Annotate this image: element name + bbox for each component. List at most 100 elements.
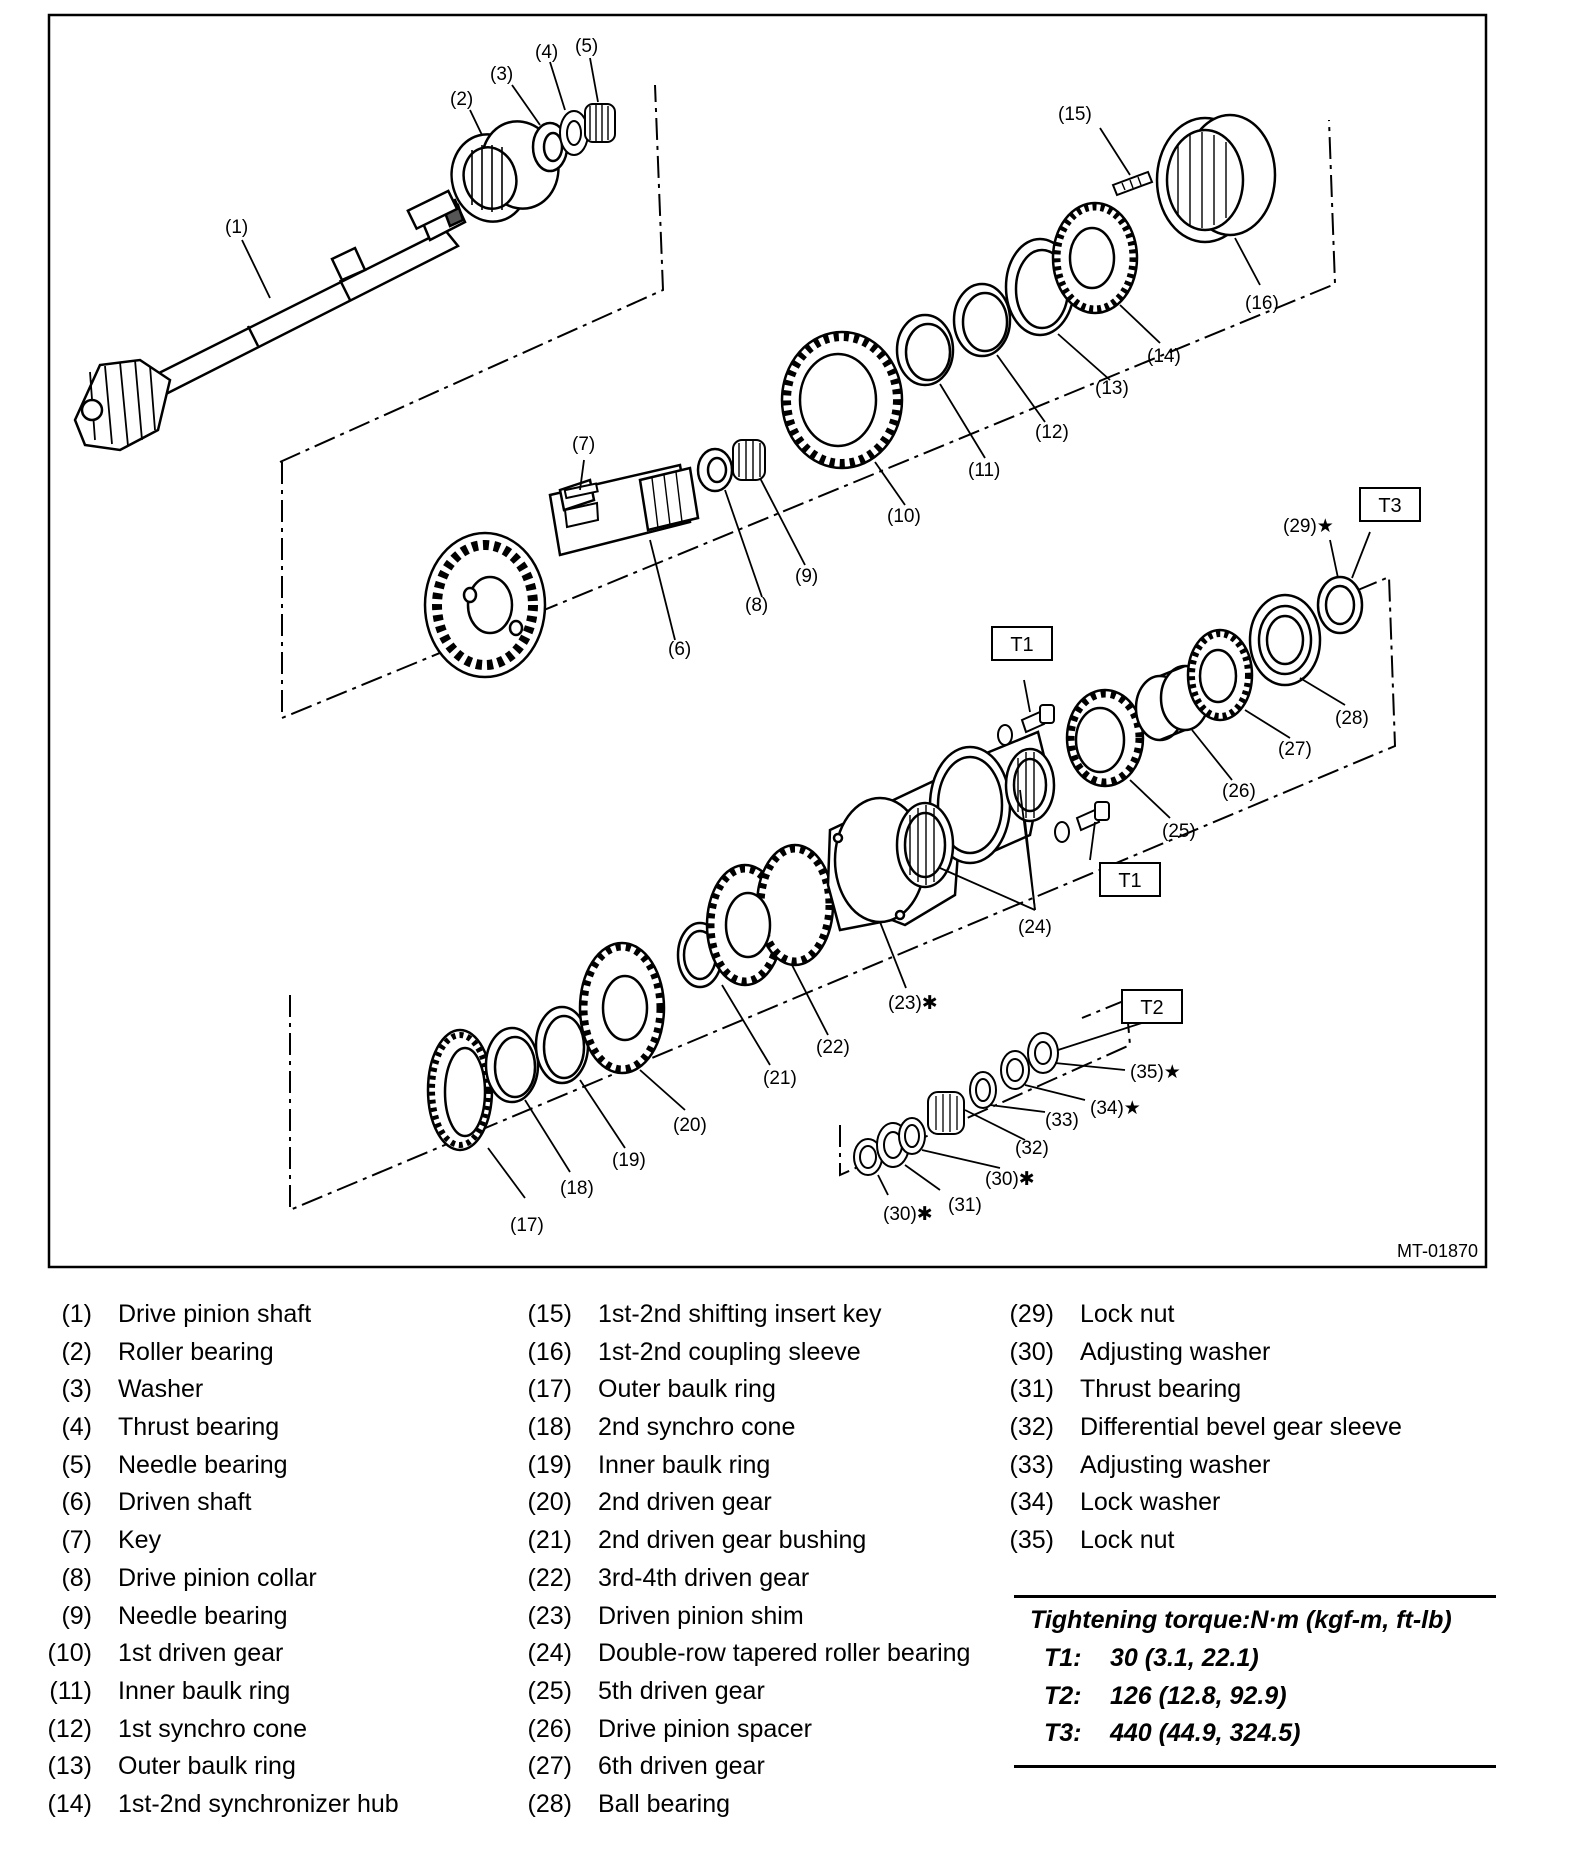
legend-num: (23): [527, 1601, 572, 1630]
legend-label: Washer: [118, 1375, 204, 1404]
callout-14: (14): [1147, 346, 1181, 367]
callout-12: (12): [1035, 422, 1069, 443]
diagram-code: MT-01870: [1397, 1241, 1478, 1261]
legend-label: Thrust bearing: [1080, 1375, 1242, 1404]
callout-17: (17): [510, 1215, 544, 1236]
diagram-frame: [47, 13, 1488, 1269]
legend-num: (12): [47, 1714, 92, 1743]
legend-label: Drive pinion shaft: [118, 1300, 312, 1328]
callout-13: (13): [1095, 378, 1129, 399]
callout-10: (10): [887, 506, 921, 527]
thrust-bearing-part: [559, 110, 589, 156]
torque-value: 126 (12.8, 92.9): [1110, 1681, 1287, 1710]
legend-item: (24)Double-row tapered roller bearing: [520, 1639, 971, 1677]
torque-code: T2:: [1044, 1681, 1082, 1710]
legend-item: (13)Outer baulk ring: [40, 1752, 399, 1790]
legend-label: Driven shaft: [118, 1488, 252, 1517]
legend-num: (13): [47, 1752, 92, 1781]
driven-shaft-gear-part: [423, 531, 547, 679]
legend-num: (2): [61, 1337, 92, 1366]
legend-label: Drive pinion spacer: [598, 1714, 812, 1743]
pinion-gear-part: [73, 358, 172, 452]
legend-item: (29)Lock nut: [1002, 1300, 1402, 1338]
exploded-diagram: T1 T1 T2 T3 (1) (2) (3) (4) (5) (6) (7) …: [47, 13, 1488, 1269]
legend-num: (24): [527, 1639, 572, 1668]
legend-item: (16)1st-2nd coupling sleeve: [520, 1338, 970, 1376]
legend-num: (3): [61, 1375, 92, 1404]
inner-baulk-ring-2-part: [534, 1005, 590, 1085]
second-synchro-cone-part: [484, 1026, 540, 1104]
legend-num: (11): [49, 1676, 92, 1705]
legend-item: (32)Differential bevel gear sleeve: [1002, 1413, 1402, 1451]
legend-num: (1): [61, 1300, 92, 1328]
legend-item: (18)2nd synchro cone: [520, 1413, 970, 1451]
legend-num: (20): [527, 1488, 572, 1517]
coupling-sleeve-part: [1155, 113, 1277, 244]
torque-table: Tightening torque:N·m (kgf-m, ft-lb) T1:…: [1014, 1595, 1496, 1769]
legend-label: Ball bearing: [598, 1789, 731, 1818]
legend-num: (19): [527, 1450, 572, 1479]
legend-label: 1st-2nd shifting insert key: [598, 1300, 882, 1328]
t1-bolt-lower-part: [1054, 801, 1110, 843]
callout-15: (15): [1058, 104, 1092, 125]
washer-part: [531, 121, 569, 173]
legend-num: (35): [1009, 1526, 1054, 1555]
second-driven-gear-part: [578, 941, 666, 1075]
callout-19: (19): [612, 1150, 646, 1171]
callout-30-lower: (30)✱: [883, 1204, 933, 1225]
legend-column-3: (29)Lock nut (30)Adjusting washer (31)Th…: [1002, 1300, 1402, 1564]
torque-tag-t2: T2: [1140, 997, 1163, 1019]
fifth-driven-gear-part: [1065, 688, 1145, 788]
legend-num: (34): [1009, 1488, 1054, 1517]
callout-2: (2): [450, 89, 473, 110]
legend-item: (9)Needle bearing: [40, 1602, 399, 1640]
lock-nut-part: [1316, 575, 1364, 635]
legend-item: (4) Thrust bearing: [40, 1413, 399, 1451]
legend-item: (1) Drive pinion shaft: [40, 1300, 399, 1338]
callout-31: (31): [948, 1195, 982, 1216]
torque-value: 440 (44.9, 324.5): [1110, 1719, 1301, 1748]
third-fourth-driven-gear-part: [705, 843, 835, 987]
key-part: [563, 482, 600, 529]
legend-item: (21)2nd driven gear bushing: [520, 1526, 970, 1564]
callout-16: (16): [1245, 293, 1279, 314]
legend-num: (4): [61, 1413, 92, 1442]
roller-bearing-part: [450, 120, 560, 223]
legend-num: (30): [1009, 1337, 1054, 1366]
legend-item: (20)2nd driven gear: [520, 1488, 970, 1526]
leader-lines: [241, 57, 1371, 1199]
legend-column-1: (1)Drive pinion shaft (2)Roller bearing …: [40, 1300, 399, 1828]
torque-row: T1:30 (3.1, 22.1): [1014, 1644, 1496, 1682]
legend-label: Inner baulk ring: [118, 1676, 291, 1705]
legend-item: (14) 1st-2nd synchronizer hub: [40, 1790, 399, 1828]
legend-label: Needle bearing: [118, 1601, 288, 1630]
first-driven-gear-part: [780, 330, 904, 470]
torque-tag-t1-upper: T1: [1010, 634, 1033, 656]
legend-num: (31): [1009, 1375, 1054, 1404]
callout-11: (11): [968, 460, 1000, 481]
legend-item: (12)1st synchro cone: [40, 1715, 399, 1753]
legend-num: (14): [47, 1789, 92, 1818]
legend-item: (22)3rd-4th driven gear: [520, 1564, 970, 1602]
callout-20: (20): [673, 1115, 707, 1136]
legend-label: Thrust bearing: [118, 1413, 280, 1442]
legend-num: (18): [527, 1413, 572, 1442]
legend-num: (5): [61, 1450, 92, 1479]
legend-label: Key: [118, 1526, 162, 1555]
legend-item: (23)Driven pinion shim: [520, 1602, 970, 1640]
needle-bearing-part: [584, 103, 616, 143]
torque-tag-boxes: [991, 487, 1421, 1024]
synchronizer-hub-part: [1051, 201, 1139, 315]
legend-label: 1st-2nd synchronizer hub: [118, 1789, 399, 1818]
legend-label: Drive pinion collar: [118, 1563, 317, 1592]
legend-item: (7)Key: [40, 1526, 399, 1564]
inner-baulk-ring-1-part: [895, 313, 955, 387]
callout-33: (33): [1045, 1110, 1079, 1131]
callout-28: (28): [1335, 708, 1369, 729]
callout-24: (24): [1018, 917, 1052, 938]
callout-4: (4): [535, 42, 558, 63]
legend-item: (25)5th driven gear: [520, 1677, 970, 1715]
legend-label: Lock nut: [1080, 1300, 1175, 1328]
legend-item: (10)1st driven gear: [40, 1639, 399, 1677]
callout-18: (18): [560, 1178, 594, 1199]
